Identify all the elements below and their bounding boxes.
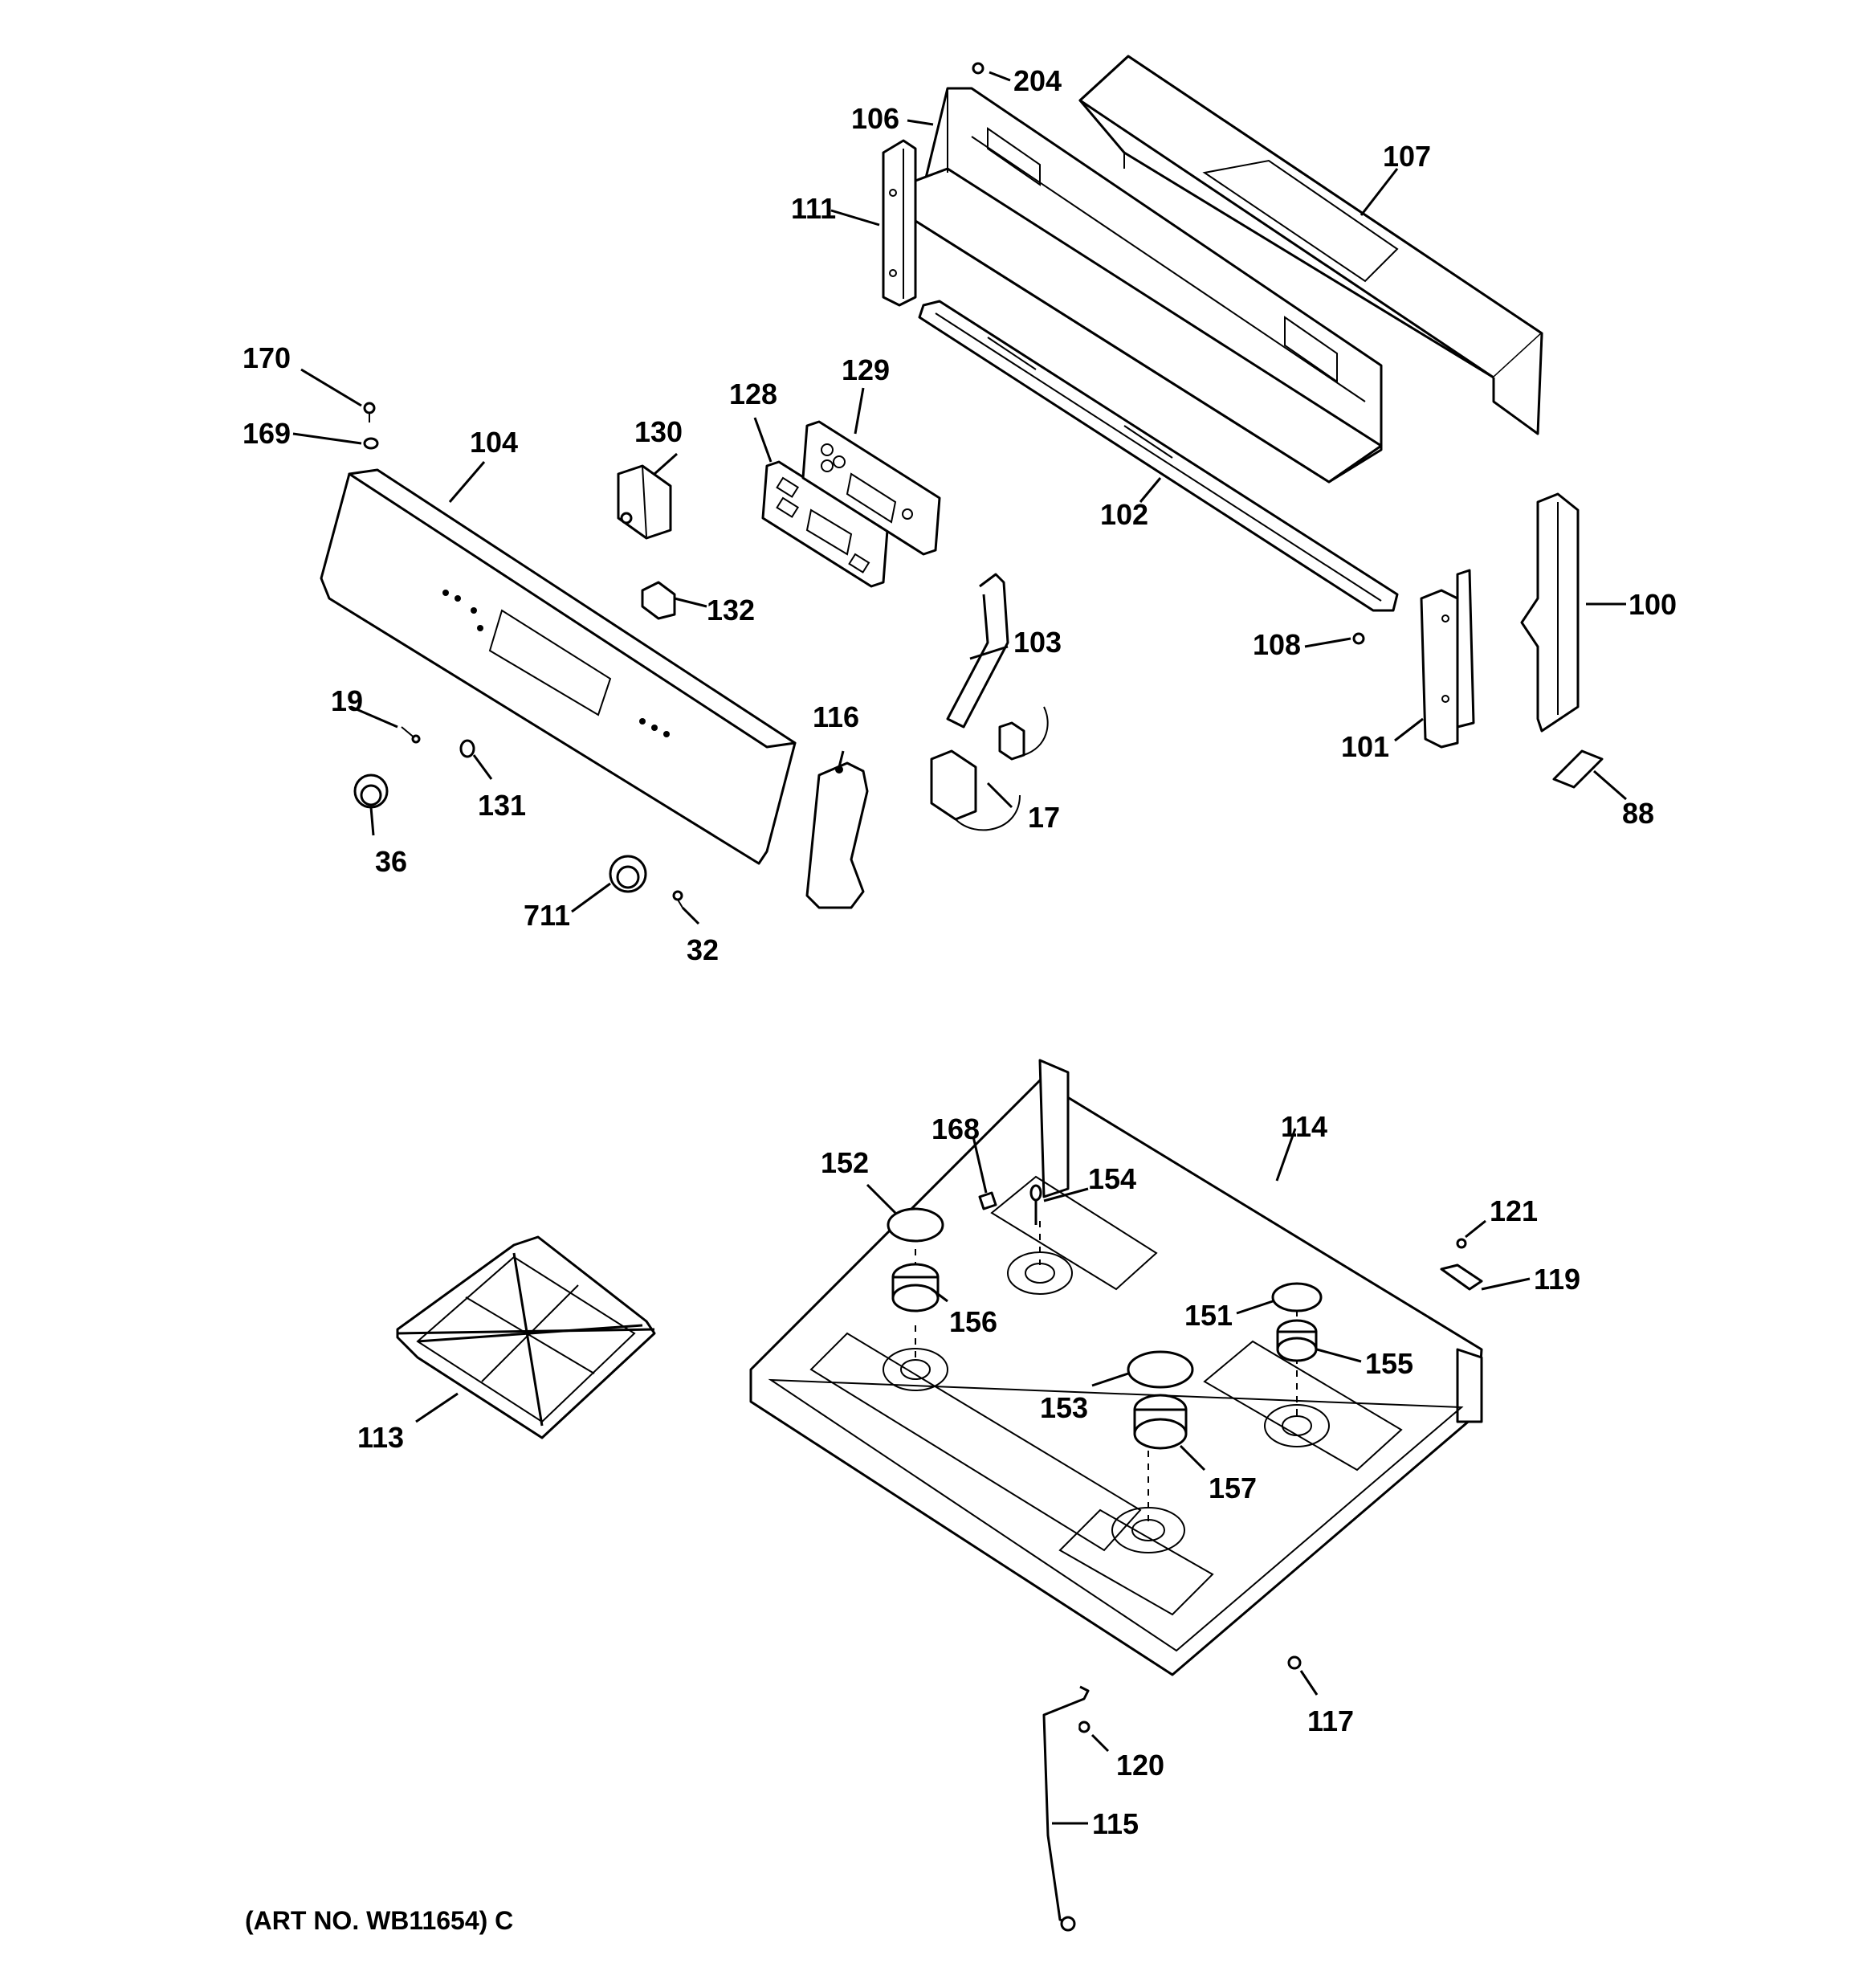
label-36: 36 bbox=[375, 845, 407, 878]
burner-cap-151 bbox=[1271, 1282, 1323, 1312]
part-128-overlay bbox=[761, 460, 889, 588]
label-113: 113 bbox=[357, 1421, 404, 1454]
label-131: 131 bbox=[478, 789, 526, 822]
label-119: 119 bbox=[1534, 1263, 1580, 1296]
label-107: 107 bbox=[1383, 140, 1431, 173]
label-170: 170 bbox=[243, 341, 291, 374]
label-101: 101 bbox=[1341, 730, 1389, 763]
part-17-electrical bbox=[930, 706, 1049, 831]
label-129: 129 bbox=[842, 353, 890, 386]
label-17: 17 bbox=[1028, 801, 1060, 834]
hardware-131 bbox=[459, 739, 475, 758]
label-153: 153 bbox=[1040, 1391, 1088, 1424]
hardware-19 bbox=[401, 726, 421, 744]
label-155: 155 bbox=[1365, 1347, 1413, 1380]
part-130-thermostat bbox=[617, 464, 672, 540]
knob-711 bbox=[609, 855, 647, 893]
label-100: 100 bbox=[1629, 588, 1677, 621]
label-104: 104 bbox=[470, 426, 518, 459]
part-116-end-cap bbox=[805, 761, 869, 909]
hardware-108 bbox=[1352, 632, 1365, 645]
part-101-right-bracket bbox=[1420, 569, 1475, 749]
part-129-control-board bbox=[801, 420, 941, 556]
label-106: 106 bbox=[851, 102, 899, 135]
part-115-rod bbox=[1042, 1685, 1090, 1932]
burner-head-155 bbox=[1276, 1319, 1318, 1362]
part-100-right-trim bbox=[1520, 492, 1580, 733]
label-130: 130 bbox=[634, 415, 683, 448]
hardware-204 bbox=[972, 62, 984, 75]
label-103: 103 bbox=[1013, 626, 1062, 659]
part-88-spacer bbox=[1552, 749, 1604, 789]
knob-36 bbox=[353, 774, 389, 809]
hardware-117 bbox=[1287, 1655, 1302, 1670]
part-102-channel bbox=[918, 300, 1399, 612]
label-19: 19 bbox=[331, 684, 363, 717]
label-128: 128 bbox=[729, 378, 777, 410]
hardware-121 bbox=[1456, 1238, 1467, 1249]
burner-cap-153 bbox=[1127, 1350, 1194, 1389]
hardware-32 bbox=[672, 890, 683, 908]
label-32: 32 bbox=[687, 933, 719, 966]
art-number-caption: (ART NO. WB11654) C bbox=[245, 1906, 513, 1935]
burner-head-156 bbox=[891, 1263, 940, 1312]
label-108: 108 bbox=[1253, 628, 1301, 661]
label-117: 117 bbox=[1307, 1704, 1354, 1737]
part-168-clip bbox=[978, 1191, 997, 1210]
burner-cap-152 bbox=[887, 1207, 944, 1243]
label-157: 157 bbox=[1209, 1472, 1257, 1504]
part-113-grate bbox=[396, 1235, 656, 1439]
label-116: 116 bbox=[813, 700, 859, 733]
label-204: 204 bbox=[1013, 64, 1062, 97]
label-88: 88 bbox=[1622, 797, 1654, 830]
label-115: 115 bbox=[1092, 1807, 1139, 1840]
label-168: 168 bbox=[932, 1112, 980, 1145]
label-152: 152 bbox=[821, 1146, 869, 1179]
label-111: 111 bbox=[791, 192, 836, 225]
part-132-switch bbox=[641, 581, 676, 620]
hardware-169 bbox=[363, 437, 379, 450]
label-151: 151 bbox=[1184, 1299, 1233, 1332]
label-156: 156 bbox=[949, 1305, 997, 1338]
hardware-120 bbox=[1078, 1721, 1090, 1733]
leader-lines bbox=[292, 71, 1627, 1825]
part-107-rear-cover bbox=[1078, 55, 1543, 435]
part-111-left-bracket bbox=[882, 139, 917, 307]
burner-head-157 bbox=[1133, 1394, 1188, 1450]
hardware-170 bbox=[363, 402, 376, 423]
label-154: 154 bbox=[1088, 1162, 1136, 1195]
part-119-bracket bbox=[1440, 1263, 1483, 1291]
label-102: 102 bbox=[1100, 498, 1148, 531]
label-711: 711 bbox=[524, 899, 570, 932]
part-labels: 204 106 107 111 170 169 104 130 128 129 … bbox=[243, 64, 1677, 1840]
label-132: 132 bbox=[707, 594, 755, 627]
part-154-igniter bbox=[1029, 1184, 1042, 1225]
label-114: 114 bbox=[1281, 1110, 1327, 1143]
part-104-control-panel bbox=[320, 468, 797, 865]
label-169: 169 bbox=[243, 417, 291, 450]
label-120: 120 bbox=[1116, 1749, 1164, 1782]
label-121: 121 bbox=[1490, 1194, 1538, 1227]
